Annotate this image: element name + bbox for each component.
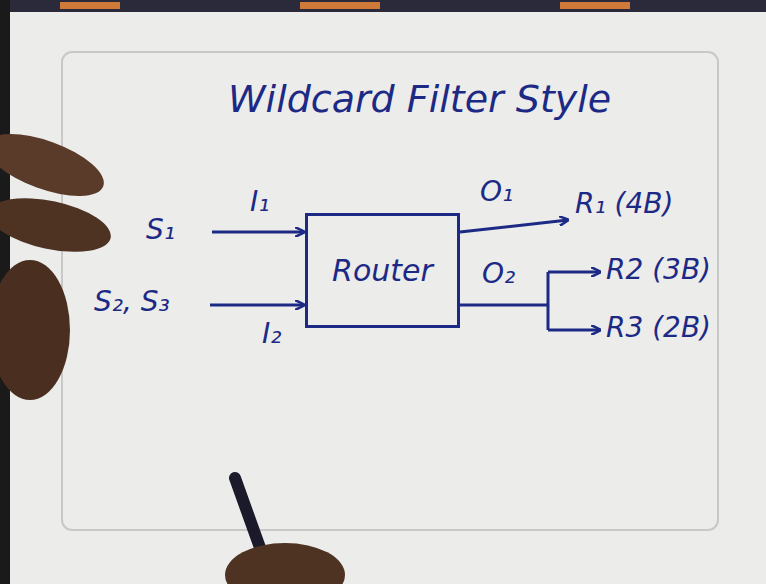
signal-label: I₂ — [262, 318, 281, 350]
top-band-mark — [560, 2, 630, 9]
output-arrow — [548, 329, 600, 332]
signal-label: S₁ — [146, 214, 175, 246]
signal-label: S₂, S₃ — [94, 286, 170, 318]
finger — [0, 189, 116, 262]
finger — [0, 121, 111, 209]
hand — [225, 543, 345, 584]
output-arrow — [548, 271, 600, 274]
output-line — [460, 304, 548, 307]
diagram-title: Wildcard Filter Style — [228, 78, 611, 122]
split-line — [547, 272, 550, 330]
router-box: Router — [305, 213, 460, 328]
top-band — [0, 0, 766, 12]
signal-label: O₁ — [480, 176, 513, 208]
signal-label: O₂ — [482, 258, 515, 290]
input-arrow — [212, 231, 304, 234]
signal-label: I₁ — [250, 186, 269, 218]
top-band-mark — [60, 2, 120, 9]
page-border — [62, 52, 718, 530]
node-label: Router — [332, 253, 433, 288]
output-arrow — [460, 220, 568, 232]
signal-label: R2 (3B) — [606, 254, 711, 286]
top-band-mark — [300, 2, 380, 9]
input-arrow — [210, 304, 304, 307]
signal-label: R3 (2B) — [606, 312, 711, 344]
hand — [0, 260, 70, 400]
signal-label: R₁ (4B) — [575, 188, 673, 220]
